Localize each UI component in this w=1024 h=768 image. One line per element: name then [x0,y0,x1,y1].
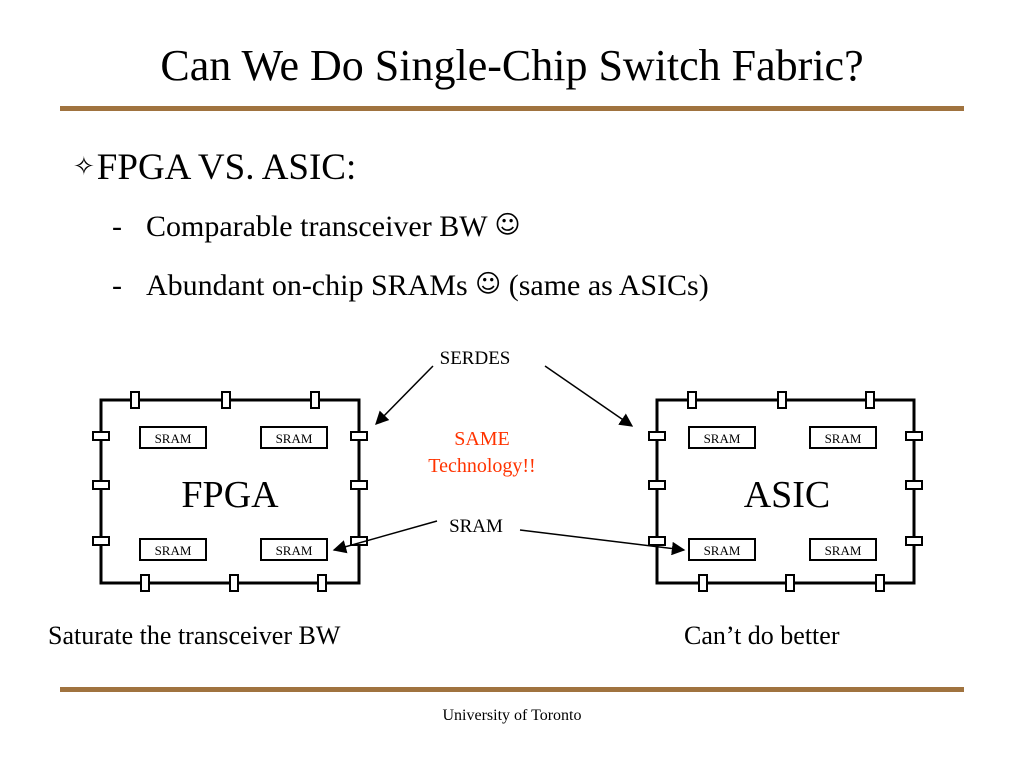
serdes-pin [92,431,110,441]
serdes-pin [875,574,885,592]
bullet-fpga-vs-asic: ✧FPGA VS. ASIC: [73,147,357,189]
smiley-icon: ☺ [494,210,521,239]
asic-chip: SRAM SRAM SRAM SRAM ASIC [648,391,923,592]
sram-block [688,426,756,449]
fpga-caption: Saturate the transceiver BW [48,621,341,650]
serdes-pin [350,480,368,490]
sram-label: SRAM [449,516,503,537]
sram-block-label: SRAM [825,543,862,558]
four-point-star-icon: ✧ [73,152,95,182]
asic-caption: Can’t do better [684,621,840,650]
serdes-pin [865,391,875,409]
sram-block-label: SRAM [825,431,862,446]
serdes-pin [905,480,923,490]
serdes-pin [648,431,666,441]
bullet-text: FPGA VS. ASIC: [96,147,357,188]
subitem-text: Abundant on-chip SRAMs [146,269,468,302]
fpga-label: FPGA [181,474,279,516]
sram-block [688,538,756,561]
sram-arrow-right [519,529,686,556]
serdes-pin [905,431,923,441]
sram-block-label: SRAM [276,543,313,558]
serdes-pin [777,391,787,409]
bottom-rule [60,687,964,692]
serdes-pin [140,574,150,592]
sram-block [260,426,328,449]
sram-block-label: SRAM [704,543,741,558]
smiley-icon: ☺ [475,269,502,298]
fpga-chip: SRAM SRAM SRAM SRAM FPGA [92,391,368,592]
sram-block [139,538,207,561]
serdes-pin [130,391,140,409]
sram-block-label: SRAM [704,431,741,446]
dash-marker: - [112,269,122,302]
subitem-transceiver-bw: -Comparable transceiver BW ☺ [112,210,521,243]
same-technology-label-line1: SAME [454,428,510,450]
serdes-pin [350,431,368,441]
sram-block [809,426,877,449]
subitem-text: Comparable transceiver BW [146,210,487,243]
serdes-pin [648,536,666,546]
slide-title: Can We Do Single-Chip Switch Fabric? [160,41,864,90]
serdes-pin [92,480,110,490]
sram-block [260,538,328,561]
subitem-suffix: (same as ASICs) [508,269,709,302]
sram-block [809,538,877,561]
footer-institution: University of Toronto [442,707,582,724]
asic-label: ASIC [744,474,831,516]
top-rule [60,106,964,111]
serdes-pin [310,391,320,409]
serdes-pin [785,574,795,592]
serdes-pin [92,536,110,546]
sram-block [139,426,207,449]
subitem-on-chip-srams: -Abundant on-chip SRAMs ☺ (same as ASICs… [112,269,709,302]
serdes-pin [687,391,697,409]
sram-block-label: SRAM [155,431,192,446]
serdes-arrow-right [544,365,634,427]
sram-arrow-left [332,520,438,554]
sram-block-label: SRAM [155,543,192,558]
dash-marker: - [112,210,122,243]
serdes-pin [229,574,239,592]
serdes-pin [905,536,923,546]
serdes-pin [698,574,708,592]
serdes-label: SERDES [440,348,511,369]
same-technology-label-line2: Technology!! [428,455,535,477]
serdes-arrow-left [375,365,434,425]
serdes-pin [648,480,666,490]
serdes-pin [221,391,231,409]
sram-block-label: SRAM [276,431,313,446]
serdes-pin [317,574,327,592]
